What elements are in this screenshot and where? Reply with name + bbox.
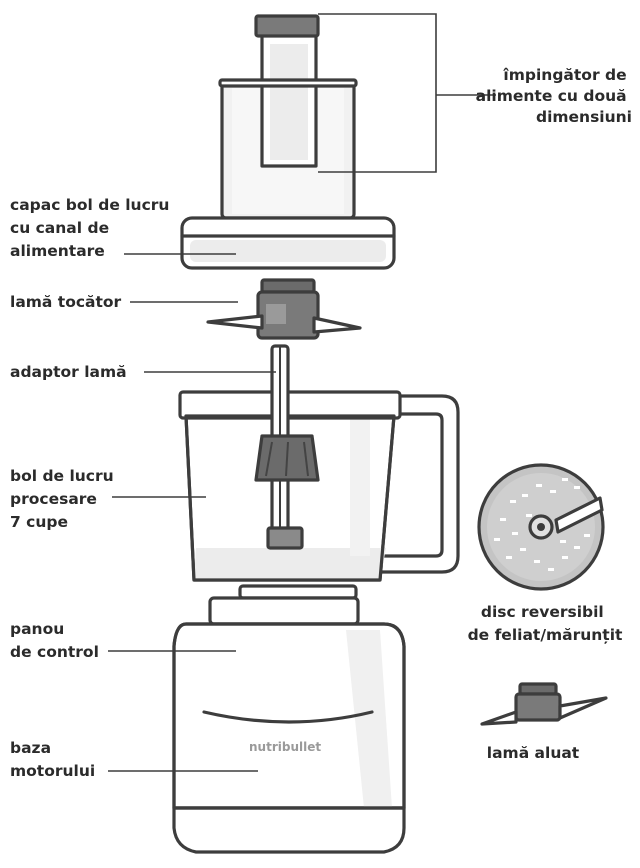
label-bowl: bol de lucru procesare 7 cupe [10, 467, 119, 531]
leader-lines [108, 13, 496, 772]
label-control-panel: panou de control [10, 620, 99, 661]
motor-base: nutribullet [172, 584, 406, 854]
chopping-blade [206, 278, 362, 340]
blade-adapter [254, 344, 320, 550]
label-dough-blade: lamă aluat [487, 744, 580, 762]
food-pusher [218, 14, 358, 220]
label-blade-adapter: adaptor lamă [10, 363, 127, 381]
label-food-pusher: împingător de alimente cu două dimensiun… [476, 66, 632, 126]
label-chopping-blade: lamă tocător [10, 293, 122, 311]
label-lid: capac bol de lucru cu canal de alimentar… [10, 196, 175, 260]
work-bowl [178, 390, 460, 582]
label-disc: disc reversibil de feliat/mărunțit [468, 603, 623, 644]
brand-logo-text: nutribullet [249, 740, 321, 754]
reversible-disc [477, 463, 605, 591]
label-motor-base: baza motorului [10, 739, 95, 780]
work-bowl-lid [180, 216, 396, 270]
labels: împingător de alimente cu două dimensiun… [10, 66, 632, 780]
dough-blade [480, 682, 608, 726]
